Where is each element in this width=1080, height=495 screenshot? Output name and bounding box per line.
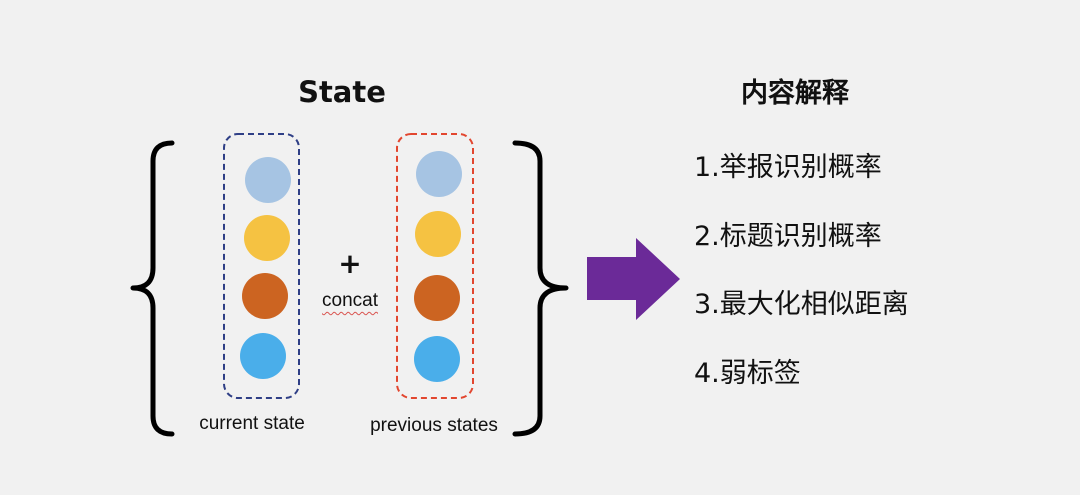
previous-state-circle: [416, 151, 462, 197]
previous-states-box: [396, 133, 474, 399]
explanation-title: 内容解释: [741, 78, 849, 109]
previous-state-circle: [414, 336, 460, 382]
current-state-circle: [244, 215, 290, 261]
previous-state-circle: [414, 275, 460, 321]
current-state-circle: [242, 273, 288, 319]
previous-states-label: previous states: [370, 415, 498, 436]
left-brace: [130, 140, 175, 437]
explanation-list: 1.举报识别概率 2.标题识别概率 3.最大化相似距离 4.弱标签: [694, 148, 909, 422]
current-state-label: current state: [199, 413, 305, 434]
current-state-box: [223, 133, 300, 399]
diagram-title: State: [298, 75, 386, 109]
plus-sign: +: [338, 247, 362, 280]
right-arrow-icon: [587, 238, 680, 320]
right-brace: [512, 140, 569, 437]
explanation-item: 2.标题识别概率: [694, 220, 882, 252]
previous-state-circle: [415, 211, 461, 257]
explanation-item: 3.最大化相似距离: [694, 289, 909, 320]
explanation-item: 1.举报识别概率: [694, 152, 882, 183]
concat-label: concat: [322, 290, 378, 311]
current-state-circle: [240, 333, 286, 379]
current-state-circle: [245, 157, 291, 203]
explanation-item: 4.弱标签: [694, 357, 801, 389]
